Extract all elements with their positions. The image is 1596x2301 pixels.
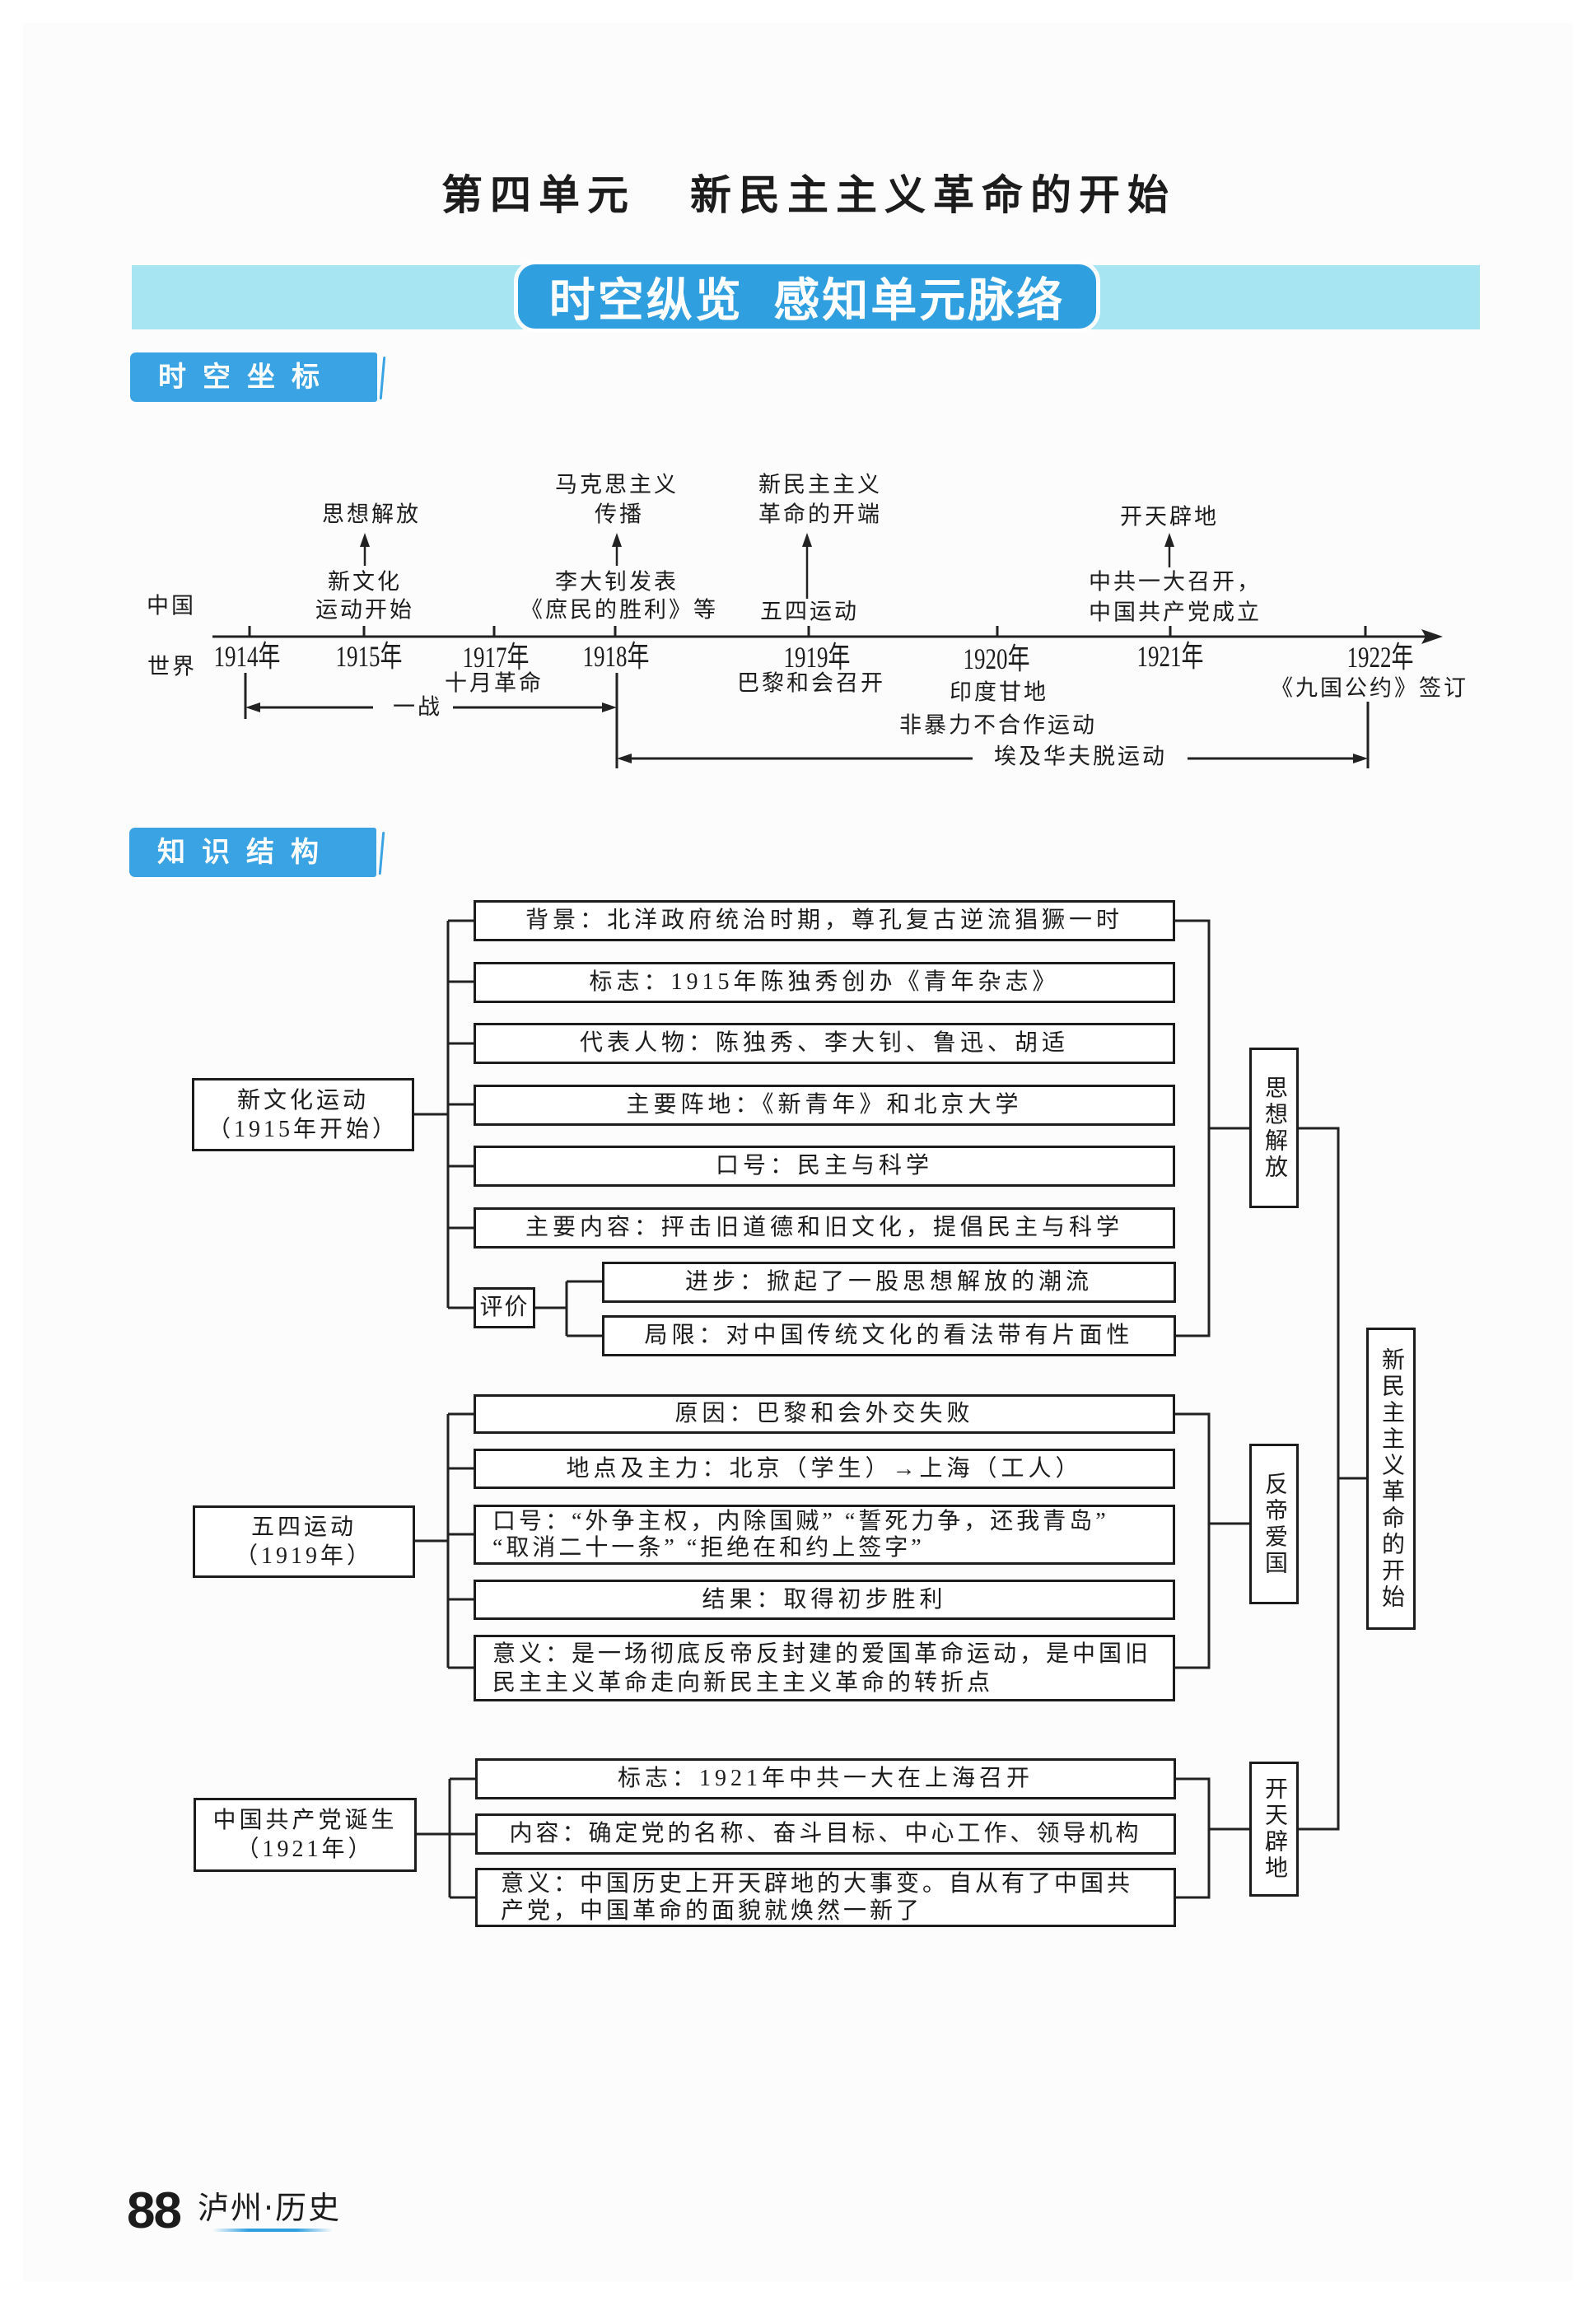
knowledge-item-text: 内容：确定党的名称、奋斗目标、中心工作、领导机构 [509, 1821, 1142, 1846]
knowledge-item-text: 意义：是一场彻底反帝反封建的爱国革命运动，是中国旧 [492, 1641, 1152, 1667]
knowledge-item: 意义：是一场彻底反帝反封建的爱国革命运动，是中国旧 民主主义革命走向新民主主义革… [474, 1635, 1175, 1701]
china-outcome-text: 新民主主义 [758, 472, 882, 497]
knowledge-item: 意义：中国历史上开天辟地的大事变。自从有了中国共 产党，中国革命的面貌就焕然一新… [475, 1868, 1176, 1927]
row-label-world: 世界 [147, 654, 197, 679]
knowledge-item: 标志：1921年中共一大在上海召开 [475, 1758, 1176, 1799]
book-title: 泸州·历史 [198, 2190, 342, 2226]
china-event-text: 李大钊发表 [555, 569, 679, 595]
knowledge-item: 内容：确定党的名称、奋斗目标、中心工作、领导机构 [475, 1813, 1176, 1855]
knowledge-item-text: 代表人物：陈独秀、李大钊、鲁迅、胡适 [579, 1030, 1069, 1056]
evaluation-item-text: 进步：掀起了一股思想解放的潮流 [684, 1269, 1093, 1295]
year-label: 1914年 [213, 640, 281, 673]
row-label-china: 中国 [147, 593, 196, 618]
knowledge-item-text: 主要阵地：《新青年》和北京大学 [626, 1092, 1023, 1118]
unit-label: 第四单元 [441, 171, 636, 219]
book-title-underline [212, 2229, 333, 2232]
topic-box-may-fourth: 五四运动 （1919年） [193, 1505, 415, 1578]
knowledge-item-text: 民主主义革命走向新民主主义革命的转折点 [492, 1669, 994, 1696]
evaluation-label: 评价 [479, 1295, 530, 1320]
world-event-text: 《九国公约》签订 [1271, 675, 1468, 701]
period-label-ww1: 一战 [393, 694, 442, 720]
china-event-text: 中共一大召开， [1089, 569, 1262, 595]
china-outcome-text: 传播 [595, 502, 644, 527]
year-label: 1917年 [462, 641, 530, 674]
year-label: 1922年 [1346, 641, 1414, 674]
china-event-text: 五四运动 [760, 599, 859, 624]
knowledge-item: 标志：1915年陈独秀创办《青年杂志》 [474, 962, 1175, 1003]
topic-line: 五四运动 [250, 1515, 357, 1540]
china-outcome-text: 开天辟地 [1120, 504, 1219, 530]
banner-title: 时空纵览 感知单元脉络 [514, 260, 1100, 333]
timeline-section-tag-label: 时空坐标 [158, 361, 336, 394]
china-outcome-text: 革命的开端 [758, 502, 882, 527]
evaluation-label-box: 评价 [474, 1287, 535, 1328]
evaluation-item-text: 局限：对中国传统文化的看法带有片面性 [644, 1323, 1134, 1348]
evaluation-item: 进步：掀起了一股思想解放的潮流 [602, 1262, 1176, 1303]
knowledge-item-text: “取消二十一条” “拒绝在和约上签字” [492, 1534, 925, 1561]
topic-line: 新文化运动 [236, 1087, 369, 1113]
summary-text: 思想解放 [1262, 1075, 1287, 1181]
topic-box-cpc-founding: 中国共产党诞生 （1921年） [194, 1798, 417, 1872]
year-label: 1915年 [335, 640, 403, 673]
year-label: 1920年 [963, 642, 1030, 675]
year-label: 1921年 [1136, 640, 1204, 673]
knowledge-item-text: 主要内容：抨击旧道德和旧文化，提倡民主与科学 [525, 1215, 1123, 1240]
topic-line: 中国共产党诞生 [212, 1808, 398, 1833]
world-event-text: 十月革命 [445, 670, 544, 696]
knowledge-item-text: 口号：民主与科学 [715, 1153, 933, 1179]
structure-section-tag: 知识结构 [129, 828, 376, 877]
knowledge-item-text: 标志：1921年中共一大在上海召开 [617, 1766, 1034, 1791]
year-label: 1919年 [783, 641, 851, 674]
conclusion-text: 新民主主义革命的开始 [1379, 1347, 1404, 1611]
summary-box-epoch-making: 开天辟地 [1249, 1762, 1299, 1897]
knowledge-item-text: 口号：“外争主权，内除国贼” “誓死力争，还我青岛” [492, 1508, 1109, 1534]
topic-line: （1921年） [236, 1837, 375, 1862]
knowledge-item: 口号：民主与科学 [474, 1146, 1175, 1187]
summary-text: 开天辟地 [1262, 1776, 1287, 1882]
world-event-text: 印度甘地 [950, 679, 1048, 705]
unit-title: 第四单元 新民主主义革命的开始 [441, 170, 1176, 221]
topic-box-new-culture: 新文化运动 （1915年开始） [192, 1078, 414, 1151]
topic-line: （1919年） [234, 1543, 373, 1569]
summary-text: 反帝爱国 [1262, 1471, 1287, 1577]
knowledge-item: 地点及主力：北京（学生）→上海（工人） [474, 1449, 1175, 1489]
unit-name: 新民主主义革命的开始 [690, 171, 1176, 219]
summary-box-thought-liberation: 思想解放 [1249, 1048, 1299, 1208]
china-outcome-text: 马克思主义 [555, 472, 679, 497]
china-outcome-text: 思想解放 [322, 502, 421, 527]
evaluation-item: 局限：对中国传统文化的看法带有片面性 [602, 1315, 1176, 1356]
knowledge-item: 口号：“外争主权，内除国贼” “誓死力争，还我青岛” “取消二十一条” “拒绝在… [474, 1505, 1175, 1565]
knowledge-item-text: 背景：北洋政府统治时期，尊孔复古逆流猖獗一时 [525, 908, 1123, 933]
knowledge-item: 主要内容：抨击旧道德和旧文化，提倡民主与科学 [474, 1207, 1175, 1249]
china-event-text: 新文化 [328, 569, 402, 595]
knowledge-item-text: 地点及主力：北京（学生）→上海（工人） [566, 1455, 1083, 1482]
year-label: 1918年 [582, 640, 650, 673]
china-event-text: 运动开始 [315, 597, 414, 623]
page-number: 88 [127, 2182, 182, 2239]
knowledge-item: 背景：北洋政府统治时期，尊孔复古逆流猖獗一时 [474, 900, 1175, 941]
china-event-text: 《庶民的胜利》等 [520, 597, 718, 623]
knowledge-item-text: 意义：中国历史上开天辟地的大事变。自从有了中国共 [501, 1871, 1134, 1897]
topic-line: （1915年开始） [207, 1116, 399, 1142]
timeline-section-tag: 时空坐标 [130, 352, 377, 402]
knowledge-item-text: 结果：取得初步胜利 [702, 1586, 947, 1613]
period-label-egypt: 埃及华夫脱运动 [994, 744, 1167, 769]
summary-box-anti-imperialist: 反帝爱国 [1249, 1444, 1299, 1604]
knowledge-item: 结果：取得初步胜利 [474, 1580, 1175, 1620]
china-event-text: 中国共产党成立 [1089, 600, 1262, 625]
world-event-text: 非暴力不合作运动 [899, 712, 1097, 738]
structure-section-tag-label: 知识结构 [157, 836, 335, 869]
knowledge-item-text: 产党，中国革命的面貌就焕然一新了 [501, 1898, 923, 1924]
knowledge-item: 主要阵地：《新青年》和北京大学 [474, 1085, 1175, 1126]
world-event-text: 巴黎和会召开 [737, 670, 885, 696]
knowledge-item: 代表人物：陈独秀、李大钊、鲁迅、胡适 [474, 1023, 1175, 1064]
knowledge-item-text: 原因：巴黎和会外交失败 [674, 1401, 974, 1426]
knowledge-item: 原因：巴黎和会外交失败 [474, 1394, 1175, 1434]
knowledge-item-text: 标志：1915年陈独秀创办《青年杂志》 [589, 969, 1060, 995]
conclusion-box: 新民主主义革命的开始 [1366, 1328, 1416, 1630]
